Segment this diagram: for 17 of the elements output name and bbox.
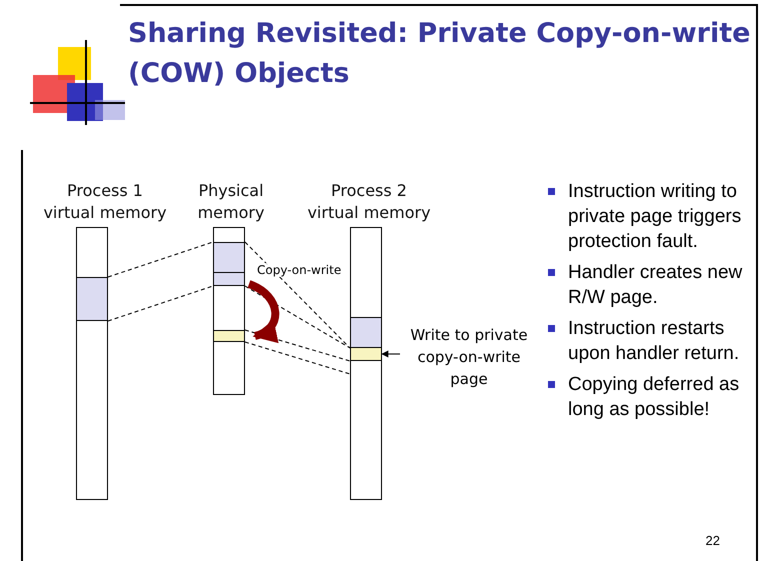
column-heading: Process 2 virtual memory [306, 180, 432, 224]
memory-page [213, 330, 245, 342]
column-heading: Physical memory [196, 180, 266, 224]
column-heading: Process 1 virtual memory [42, 180, 168, 224]
page-number: 22 [704, 533, 720, 548]
memory-page [350, 347, 382, 361]
annotation-text: Write to private copy-on-write page [400, 324, 538, 390]
memory-page [76, 277, 108, 321]
bullet-text: Instruction writing to private page triggers protection fault. [568, 181, 742, 252]
bullet-text: Handler creates new R/W page. [568, 262, 742, 308]
memory-page [213, 272, 245, 286]
bullet-text: Instruction restarts upon handler return. [568, 318, 740, 364]
memory-page [213, 242, 245, 273]
bullet-text: Copying deferred as long as possible! [568, 374, 740, 420]
edge-label: Copy-on-write [257, 263, 342, 277]
memory-page [350, 317, 382, 348]
slide-title: Sharing Revisited: Private Copy-on-write (COW) Objects [128, 17, 752, 91]
